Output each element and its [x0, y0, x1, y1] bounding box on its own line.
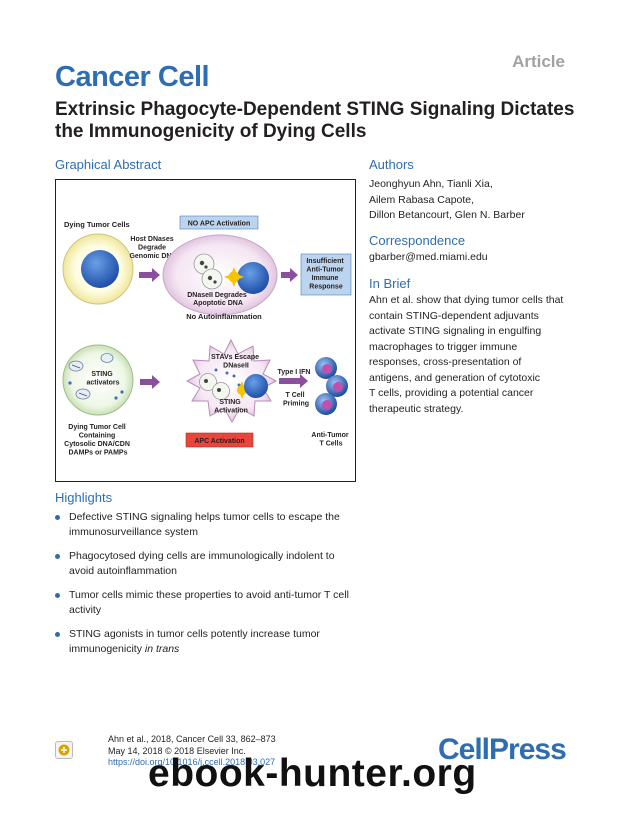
ga-apc-activation-label: APC Activation	[194, 438, 244, 445]
watermark-text: ebook-hunter.org	[148, 752, 477, 795]
sun-icon	[224, 267, 244, 287]
graphical-abstract: Dying Tumor Cells NO APC Activation Host…	[55, 179, 356, 482]
bullet-icon	[55, 632, 60, 637]
authors-heading: Authors	[369, 157, 414, 172]
correspondence-email[interactable]: gbarber@med.miami.edu	[369, 251, 488, 263]
ga-sting-activators-label: STING activators	[86, 371, 119, 387]
ga-dying-cell-caption: Dying Tumor Cell Containing Cytosolic DN…	[64, 424, 132, 457]
ga-insufficient-response-label: Insufficient Anti-Tumor Immune Response	[306, 258, 345, 291]
ga-no-apc-activation-label: NO APC Activation	[188, 221, 251, 228]
highlight-item: STING agonists in tumor cells potently i…	[55, 627, 355, 657]
article-type-label: Article	[512, 52, 565, 71]
ga-anti-tumor-t-cells-label: Anti-Tumor T Cells	[311, 432, 350, 448]
highlight-item: Tumor cells mimic these properties to av…	[55, 588, 355, 618]
ga-no-autoinflammation-label: No Autoinflammation	[186, 312, 262, 321]
highlight-item: Phagocytosed dying cells are immunologic…	[55, 549, 355, 579]
highlight-item: Defective STING signaling helps tumor ce…	[55, 510, 355, 540]
ga-arrow-icon	[139, 268, 160, 282]
bullet-icon	[55, 593, 60, 598]
crossmark-icon[interactable]	[55, 741, 73, 759]
ga-tumor-nucleus	[81, 250, 119, 288]
bullet-icon	[55, 554, 60, 559]
ga-macrophage-nucleus	[237, 262, 269, 294]
citation: Ahn et al., 2018, Cancer Cell 33, 862–87…	[108, 734, 276, 767]
authors-list: Jeonghyun Ahn, Tianli Xia, Ailem Rabasa …	[369, 178, 525, 221]
ga-dnaseii-degrades-label: DNaseII Degrades Apoptotic DNA	[187, 292, 248, 307]
ga-t-cell-priming-label: T Cell Priming	[283, 392, 309, 408]
highlights-list: Defective STING signaling helps tumor ce…	[55, 510, 355, 666]
graphical-abstract-heading: Graphical Abstract	[55, 157, 162, 172]
ga-activated-nucleus	[244, 374, 268, 398]
highlights-heading: Highlights	[55, 490, 113, 505]
ga-arrow-icon	[281, 268, 298, 282]
ga-arrow-icon	[140, 375, 160, 389]
ga-type-i-ifn-label: Type I IFN	[278, 369, 311, 376]
ga-dying-tumor-cells-label: Dying Tumor Cells	[64, 220, 130, 229]
article-title: Extrinsic Phagocyte-Dependent STING Sign…	[55, 99, 575, 142]
ga-t-cells	[315, 357, 348, 415]
doi-link[interactable]: https://doi.org/10.1016/j.ccell.2018.03.…	[108, 757, 276, 767]
cellpress-logo: CellPress	[438, 733, 567, 766]
bullet-icon	[55, 515, 60, 520]
journal-name: Cancer Cell	[55, 61, 210, 93]
ga-sting-activation-label: STING Activation	[214, 399, 248, 415]
in-brief-heading: In Brief	[369, 276, 411, 291]
correspondence-heading: Correspondence	[369, 233, 466, 248]
ga-arrow-icon	[279, 374, 308, 388]
ga-host-dnases-label: Host DNases Degrade Genomic DNA	[129, 236, 176, 260]
in-brief-text: Ahn et al. show that dying tumor cells t…	[369, 294, 564, 415]
ga-activated-macrophage	[185, 338, 278, 424]
ga-stavs-escape-label: STAVs Escape DNaseII	[211, 354, 261, 370]
